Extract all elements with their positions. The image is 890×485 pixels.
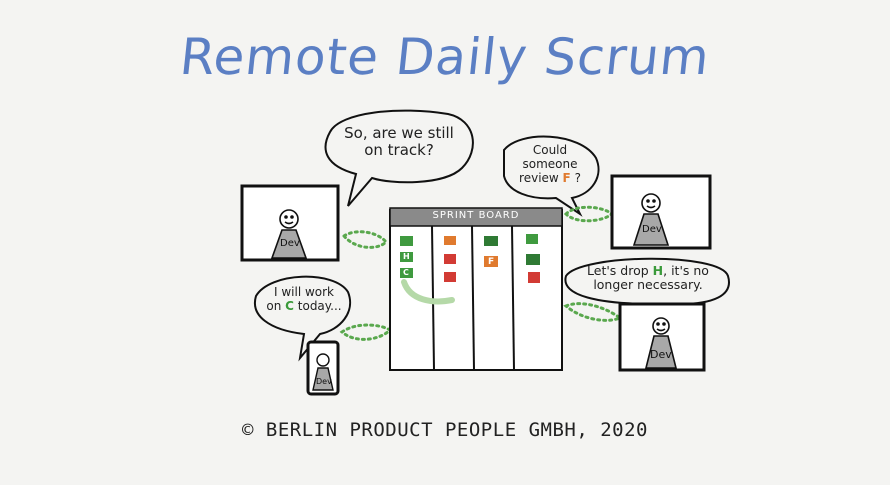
video-frame-top-right [610, 174, 712, 250]
speech-top-left: So, are we still on track? [344, 124, 454, 160]
dev-label-3: Dev [650, 348, 672, 361]
speech-bubble-top-left [324, 109, 474, 207]
dev-label-1: Dev [280, 238, 300, 249]
speech-top-right: Could someone review F ? [519, 143, 581, 185]
speech-bubble-top-right [503, 135, 600, 217]
speech-bubble-bottom-right [564, 257, 730, 325]
sprint-board [389, 207, 563, 371]
speech-bottom-left: I will work on C today... [266, 285, 342, 313]
speech-bubble-bottom-left [253, 275, 351, 362]
copyright: © BERLIN PRODUCT PEOPLE GMBH, 2020 [242, 419, 648, 441]
card-f-label: F [488, 257, 495, 267]
dev-avatar-top-left [270, 209, 308, 259]
dev-avatar-phone [312, 353, 334, 391]
card-h-label: H [403, 252, 410, 261]
sprint-board-title: SPRINT BOARD [432, 210, 520, 221]
card-c-label: C [403, 268, 409, 277]
dev-label-4: Dev [316, 377, 332, 386]
speech-bottom-right: Let's drop H, it's no longer necessary. [587, 263, 709, 293]
dev-avatar-bottom-right [644, 317, 678, 369]
dev-label-2: Dev [642, 224, 662, 235]
dev-avatar-top-right [632, 193, 670, 246]
